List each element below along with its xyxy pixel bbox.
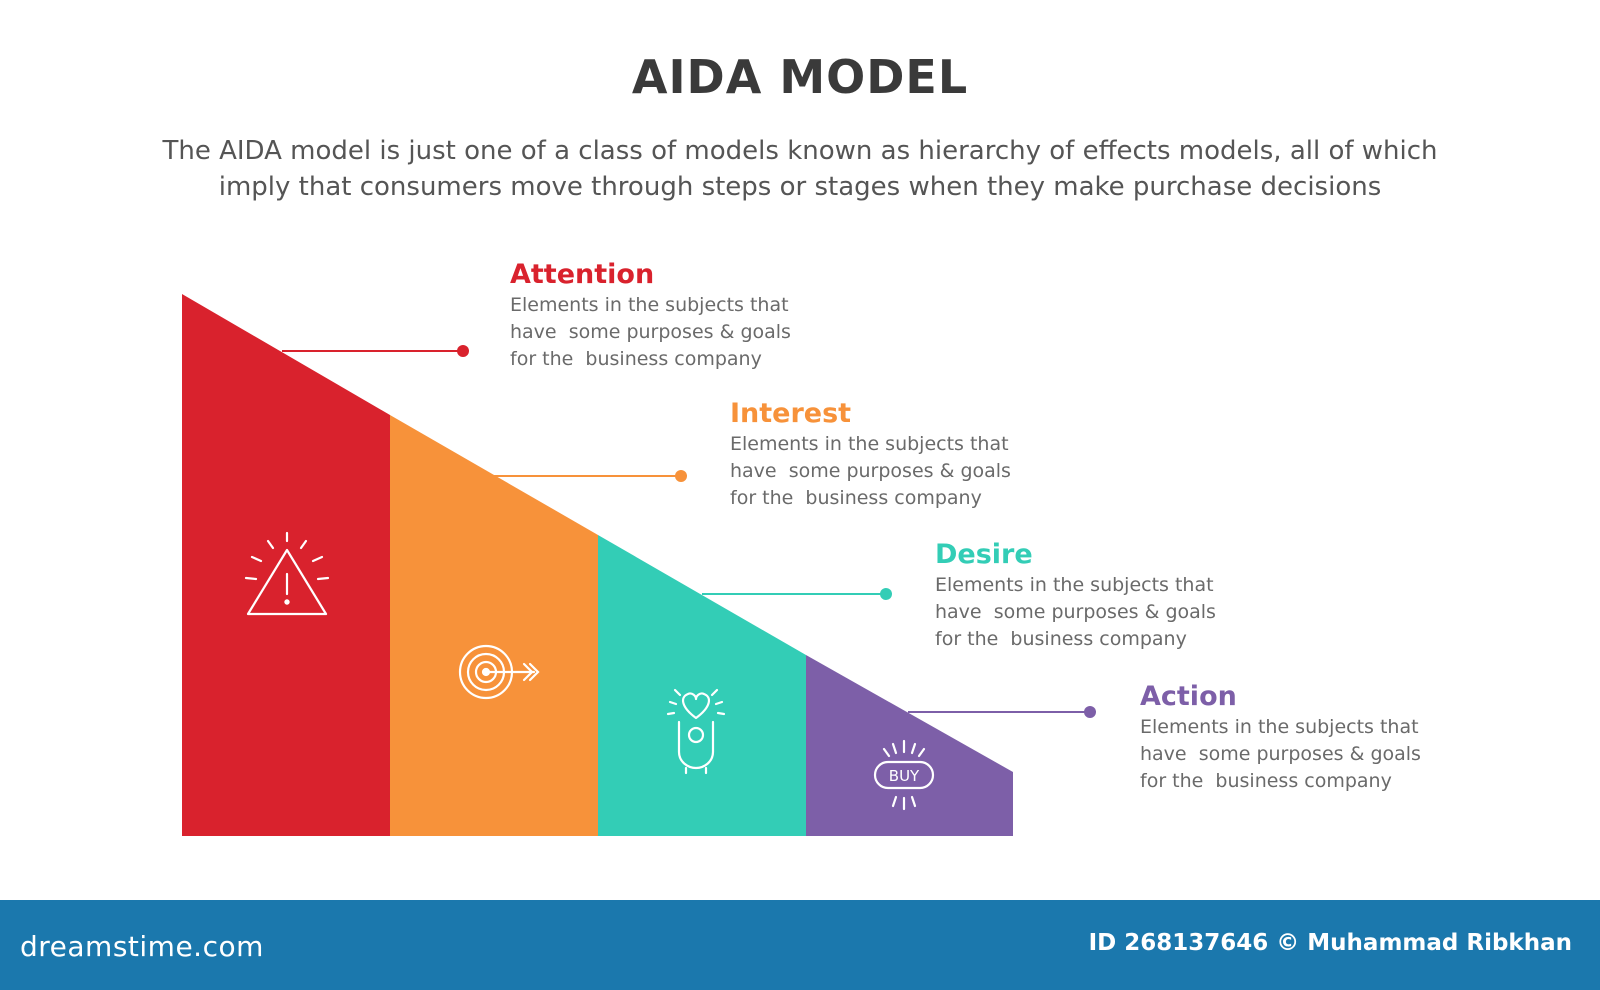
target-icon — [458, 644, 540, 700]
page-subtitle: The AIDA model is just one of a class of… — [70, 133, 1530, 205]
desc-line: Elements in the subjects that — [730, 433, 1009, 455]
stage-title-attention: Attention — [510, 259, 655, 290]
connector-interest — [494, 470, 687, 482]
stage-title-interest: Interest — [730, 398, 852, 429]
desc-line: have some purposes & goals — [935, 601, 1216, 623]
desc-line: have some purposes & goals — [730, 460, 1011, 482]
segment-attention — [182, 294, 390, 836]
warning-icon — [244, 531, 330, 616]
desc-line: Elements in the subjects that — [510, 294, 789, 316]
stage-action: Action Elements in the subjects that hav… — [1140, 680, 1421, 795]
subtitle-line-1: The AIDA model is just one of a class of… — [162, 136, 1438, 166]
footer-brand-logo[interactable]: dreamstime.com — [20, 930, 264, 963]
stage-desc-attention: Elements in the subjects that have some … — [510, 292, 791, 373]
heart-hands-icon — [666, 688, 726, 775]
aida-diagram: BUY — [182, 294, 1096, 836]
segment-action — [806, 655, 1013, 836]
segment-interest — [390, 415, 598, 836]
desc-line: for the business company — [730, 487, 982, 509]
desc-line: Elements in the subjects that — [935, 574, 1214, 596]
segment-desire — [598, 535, 806, 836]
stage-desc-interest: Elements in the subjects that have some … — [730, 431, 1011, 512]
buy-icon: BUY — [873, 739, 935, 811]
footer-bar: dreamstime.com ID 268137646 © Muhammad R… — [0, 900, 1600, 990]
stage-title-desire: Desire — [935, 539, 1033, 570]
desc-line: have some purposes & goals — [510, 321, 791, 343]
stage-interest: Interest Elements in the subjects that h… — [730, 397, 1011, 512]
page-title: AIDA MODEL — [631, 50, 969, 104]
desc-line: for the business company — [935, 628, 1187, 650]
subtitle-line-2: imply that consumers move through steps … — [218, 172, 1382, 202]
stage-title-action: Action — [1140, 681, 1237, 712]
desc-line: have some purposes & goals — [1140, 743, 1421, 765]
desc-line: Elements in the subjects that — [1140, 716, 1419, 738]
desc-line: for the business company — [510, 348, 762, 370]
stage-desc-action: Elements in the subjects that have some … — [1140, 714, 1421, 795]
connector-desire — [702, 588, 892, 600]
buy-label: BUY — [889, 767, 920, 785]
footer-image-id: ID 268137646 © Muhammad Ribkhan — [1088, 930, 1572, 956]
desc-line: for the business company — [1140, 770, 1392, 792]
connector-attention — [282, 345, 469, 357]
stage-attention: Attention Elements in the subjects that … — [510, 258, 791, 373]
stage-desire: Desire Elements in the subjects that hav… — [935, 538, 1216, 653]
connector-action — [908, 706, 1096, 718]
stage-desc-desire: Elements in the subjects that have some … — [935, 572, 1216, 653]
